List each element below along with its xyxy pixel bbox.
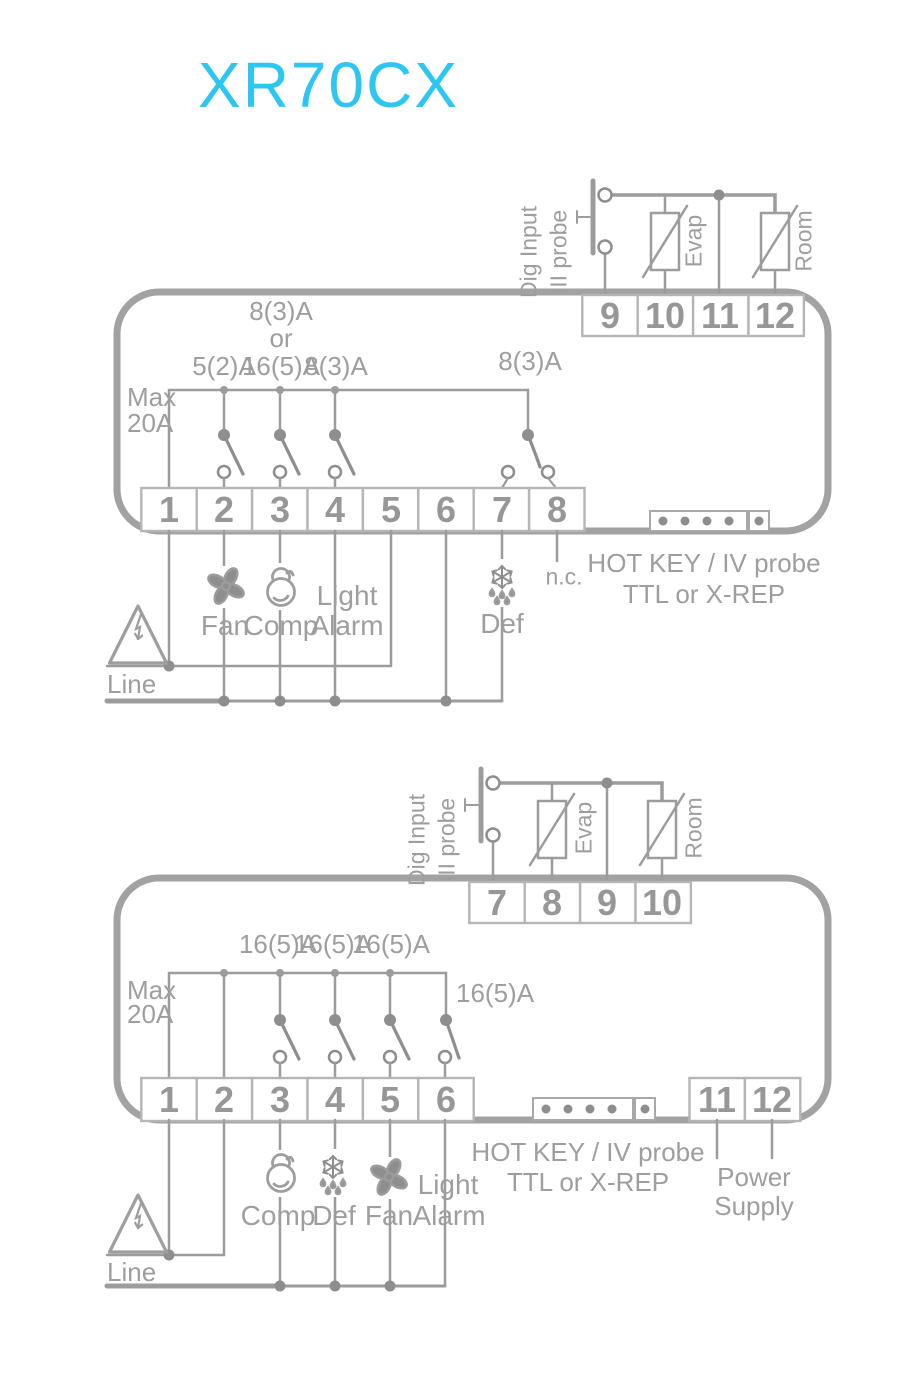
d1-rating-light: 8(3)A (304, 351, 368, 381)
d2-power-label-2: Supply (714, 1191, 794, 1221)
d1-fan-label: Fan (200, 610, 250, 641)
d2-light-label: Light (417, 1169, 479, 1200)
d1-terminal-5: 5 (380, 489, 402, 530)
d2-terminal-11: 11 (697, 1079, 737, 1120)
d1-terminal-3: 3 (269, 489, 291, 530)
d2-rating-fan: 16(5)A (351, 929, 431, 959)
d1-relay-def-changeover (500, 429, 558, 490)
d1-rating-or: or (269, 323, 293, 353)
d2-dig-input-label: Dig Input (403, 793, 430, 887)
d1-max-label: Max (127, 382, 177, 412)
d2-rating-comp: 16(5)A (238, 929, 318, 959)
d1-iii-probe-label: III probe (545, 209, 572, 295)
d1-dig-input-label: Dig Input (515, 205, 542, 299)
d1-max-amps: 20A (127, 408, 174, 438)
d2-relay-fan (382, 971, 411, 1080)
d2-room-probe (601, 777, 686, 884)
d1-terminal-9: 9 (599, 295, 621, 336)
d2-terminal-8: 8 (541, 882, 563, 923)
d1-rating-def: 8(3)A (498, 346, 562, 376)
d2-iii-probe-label: III probe (433, 797, 460, 883)
d2-evap-probe (528, 781, 576, 884)
d2-load-wiring (104, 1118, 774, 1292)
d1-light-label: Light (316, 580, 378, 611)
d2-relay-comp (272, 971, 301, 1080)
d1-rating-stack-top: 8(3)A (249, 296, 313, 326)
d2-terminal-6: 6 (435, 1079, 457, 1120)
d2-room-label: Room (680, 797, 707, 859)
d2-terminal-12: 12 (751, 1079, 793, 1120)
d2-supply-bus (167, 969, 448, 1080)
d1-hotkey-label-1: HOT KEY / IV probe (587, 548, 821, 578)
d2-rating-def: 16(5)A (293, 929, 373, 959)
d2-terminal-strip-main (140, 1076, 475, 1123)
d1-relay-light-alarm (327, 388, 356, 490)
d2-relay-def (327, 971, 356, 1080)
d1-terminal-strip-main (140, 486, 586, 533)
d2-terminal-1: 1 (158, 1079, 180, 1120)
d1-rating-comp: 16(5)A (241, 351, 321, 381)
d2-digital-input-switch (464, 766, 664, 884)
d2-terminal-4: 4 (324, 1079, 346, 1120)
hazard-triangle-icon (107, 604, 169, 665)
d2-terminal-7: 7 (486, 882, 508, 923)
hazard-triangle-icon (107, 1193, 169, 1254)
d1-terminal-8: 8 (546, 489, 568, 530)
d1-terminal-10: 10 (644, 295, 686, 336)
d2-max-label: Max (127, 975, 177, 1005)
d2-def-label: Def (312, 1200, 356, 1231)
d1-hotkey-label-2: TTL or X-REP (622, 579, 786, 609)
d1-rating-fan: 5(2)A (192, 351, 256, 381)
d2-terminal-3: 3 (269, 1079, 291, 1120)
d2-alarm-label: Alarm (412, 1200, 486, 1231)
d1-terminal-strip-probe (581, 293, 806, 338)
d2-hotkey-connector (532, 1097, 656, 1121)
d1-comp-label: Comp (243, 610, 319, 641)
d1-terminal-2: 2 (213, 489, 235, 530)
d2-terminal-strip-probe (468, 880, 693, 925)
d1-terminal-4: 4 (324, 489, 346, 530)
d2-hotkey-label-1: HOT KEY / IV probe (471, 1137, 705, 1167)
d1-terminal-12: 12 (754, 295, 796, 336)
d2-terminal-10: 10 (641, 882, 683, 923)
page-title: XR70CX (198, 49, 459, 121)
d1-load-wiring (104, 529, 559, 707)
d2-terminal-5: 5 (379, 1079, 401, 1120)
d1-room-label: Room (790, 210, 817, 272)
d1-relay-comp (272, 388, 301, 490)
d1-alarm-label: Alarm (310, 610, 384, 641)
d1-evap-probe (641, 193, 689, 297)
d1-relay-fan (216, 388, 245, 490)
d1-room-probe (713, 189, 799, 297)
d2-evap-label: Evap (570, 801, 597, 855)
d2-power-label-1: Power (717, 1162, 791, 1192)
d1-nc-label: n.c. (545, 563, 583, 590)
d1-def-label: Def (480, 608, 524, 639)
d1-terminal-6: 6 (435, 489, 457, 530)
d1-hotkey-connector (649, 510, 770, 532)
d2-max-amps: 20A (127, 999, 174, 1029)
d2-terminal-9: 9 (596, 882, 618, 923)
d1-line-label: Line (107, 669, 157, 699)
d2-line-label: Line (107, 1257, 157, 1287)
d1-terminal-11: 11 (700, 295, 740, 336)
d2-terminal-2: 2 (213, 1079, 235, 1120)
d1-evap-label: Evap (680, 214, 707, 268)
d2-comp-label: Comp (240, 1200, 316, 1231)
d1-terminal-7: 7 (491, 489, 513, 530)
d2-hotkey-label-2: TTL or X-REP (506, 1167, 670, 1197)
d2-rating-light: 16(5)A (456, 978, 535, 1008)
d2-relay-light-alarm (437, 1014, 461, 1080)
d1-terminal-1: 1 (158, 489, 180, 530)
d2-fan-label: Fan (364, 1200, 414, 1231)
